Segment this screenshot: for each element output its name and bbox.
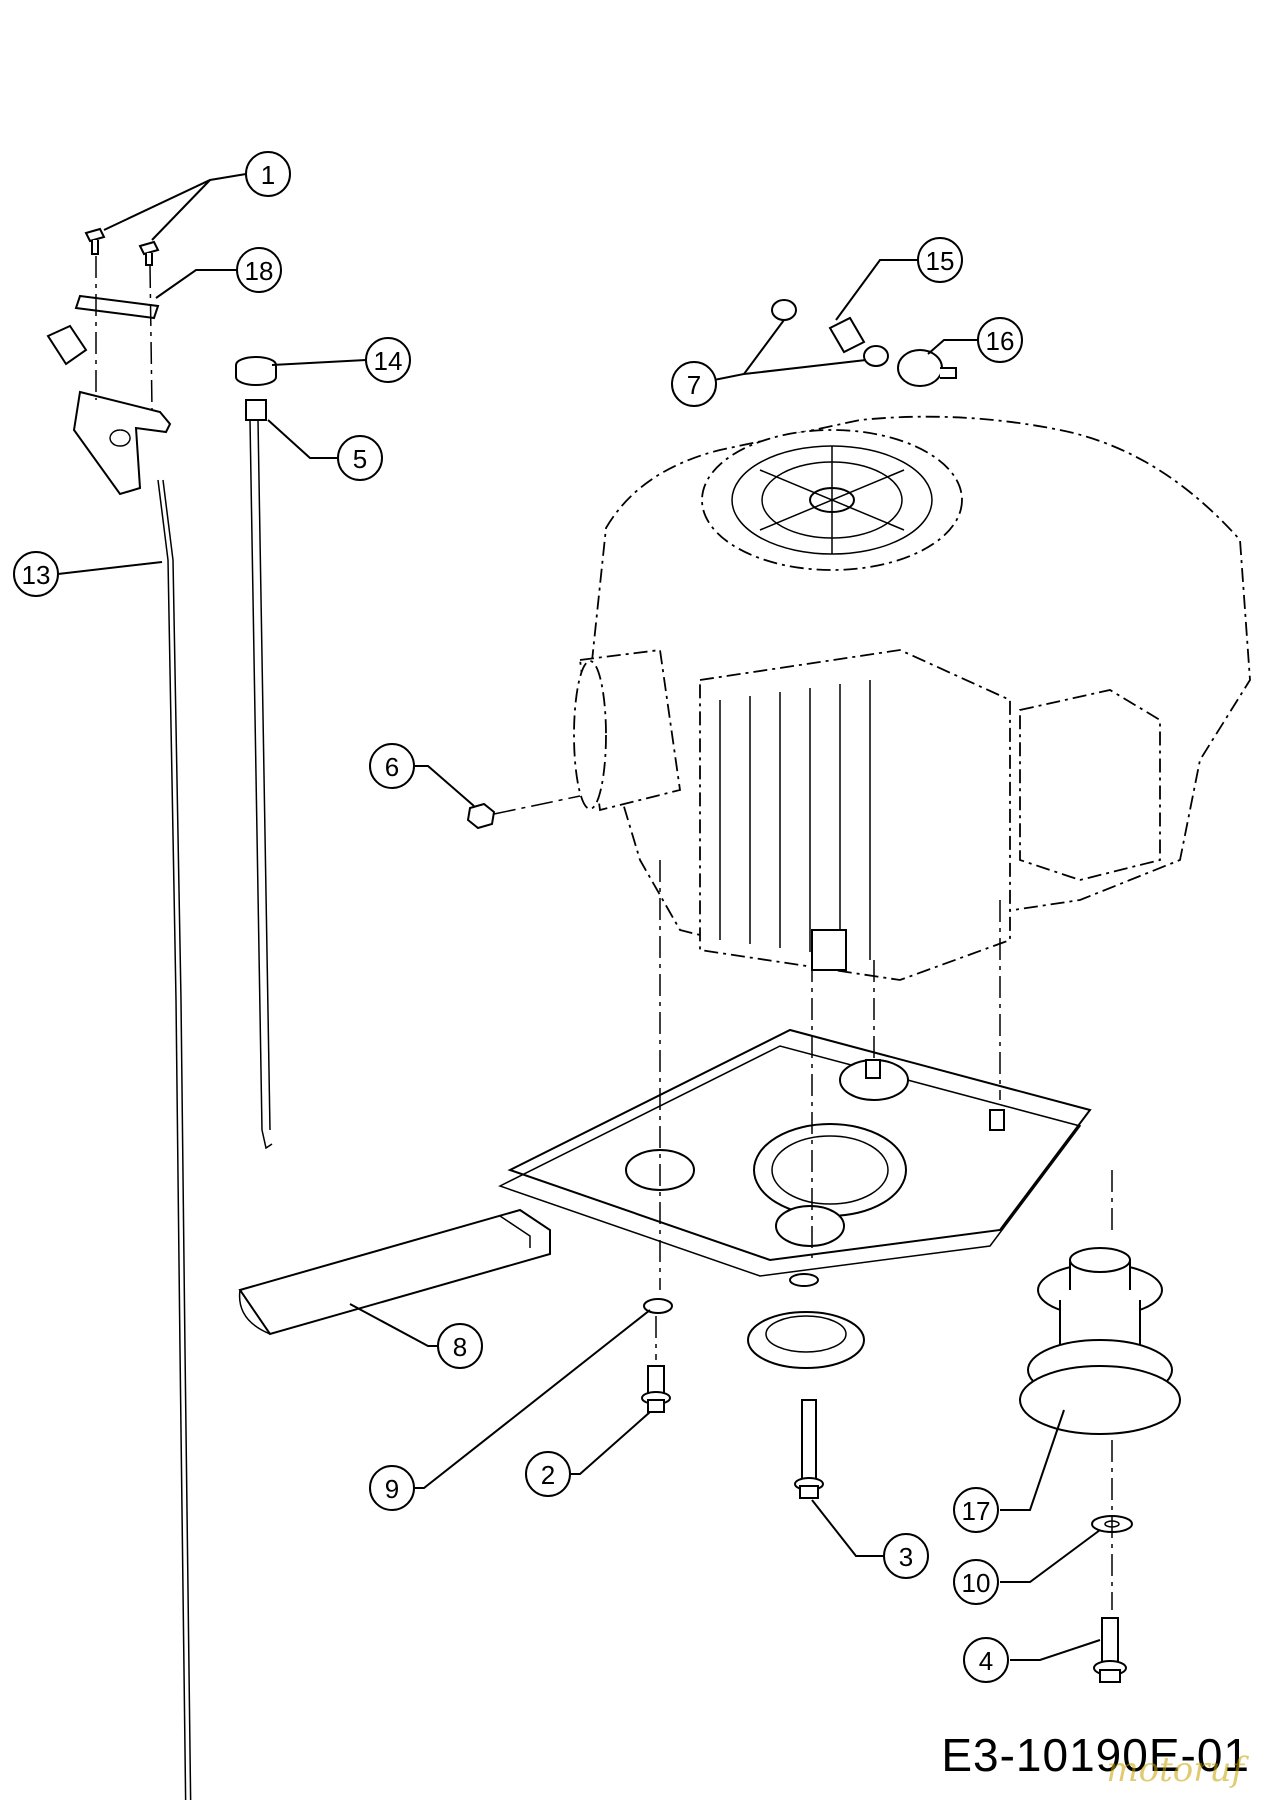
callout-8: 8 — [437, 1323, 483, 1369]
engine-mount-plate — [498, 1028, 1092, 1277]
svg-text:17: 17 — [962, 1496, 991, 1526]
callout-7: 7 — [671, 361, 717, 407]
drawing-code: E3-10190E-01 — [941, 1729, 1250, 1781]
callout-3: 3 — [883, 1533, 929, 1579]
idler-pulley — [747, 1273, 865, 1369]
svg-text:4: 4 — [979, 1646, 993, 1676]
bolt-part-3 — [794, 1399, 824, 1499]
svg-text:14: 14 — [374, 346, 403, 376]
svg-text:18: 18 — [245, 256, 274, 286]
svg-text:1: 1 — [261, 160, 275, 190]
callout-13: 13 — [13, 551, 59, 597]
svg-text:5: 5 — [353, 444, 367, 474]
callout-4: 4 — [963, 1637, 1009, 1683]
dashed-alignment-lines — [655, 860, 1113, 1610]
nut-alignment-line — [493, 795, 581, 815]
callout-17: 17 — [953, 1487, 999, 1533]
svg-text:8: 8 — [453, 1332, 467, 1362]
screws-part-1 — [84, 227, 160, 266]
heat-shield-part-8 — [238, 1208, 551, 1336]
callout-9: 9 — [369, 1465, 415, 1511]
hose-clamp-part-7 — [771, 299, 889, 367]
engine-assembly — [573, 415, 1251, 981]
callout-1: 1 — [245, 151, 291, 197]
throttle-lever-bracket — [46, 324, 172, 496]
fuel-hose-part-15 — [828, 316, 866, 354]
dipstick-cap-part-14 — [235, 356, 277, 386]
bolt-part-2 — [641, 1365, 671, 1413]
svg-text:3: 3 — [899, 1542, 913, 1572]
callout-5: 5 — [337, 435, 383, 481]
callout-10: 10 — [953, 1559, 999, 1605]
watermark-logo: motoruf — [1106, 1750, 1244, 1790]
callout-6: 6 — [369, 743, 415, 789]
spring-washer-part-9 — [643, 1298, 673, 1314]
callout-14: 14 — [365, 337, 411, 383]
svg-text:9: 9 — [385, 1474, 399, 1504]
control-cable-part-13 — [157, 479, 192, 1800]
leader-lines — [57, 173, 1101, 1661]
callout-18: 18 — [236, 247, 282, 293]
callout-16: 16 — [977, 317, 1023, 363]
svg-text:16: 16 — [986, 326, 1015, 356]
drive-pulley-part-17 — [1019, 1247, 1181, 1435]
dashed-alignment-lines-left — [95, 256, 153, 411]
svg-text:6: 6 — [385, 752, 399, 782]
bolt-part-4 — [1093, 1617, 1127, 1683]
callout-2: 2 — [525, 1451, 571, 1497]
dipstick-tube-part-5 — [245, 399, 273, 1150]
svg-text:10: 10 — [962, 1568, 991, 1598]
bracket-plate-part-18 — [74, 294, 160, 320]
callout-15: 15 — [917, 237, 963, 283]
svg-text:13: 13 — [22, 560, 51, 590]
svg-text:2: 2 — [541, 1460, 555, 1490]
svg-text:15: 15 — [926, 246, 955, 276]
fuel-filter-part-16 — [897, 349, 957, 387]
nut-part-6 — [466, 802, 496, 830]
svg-text:7: 7 — [687, 370, 701, 400]
